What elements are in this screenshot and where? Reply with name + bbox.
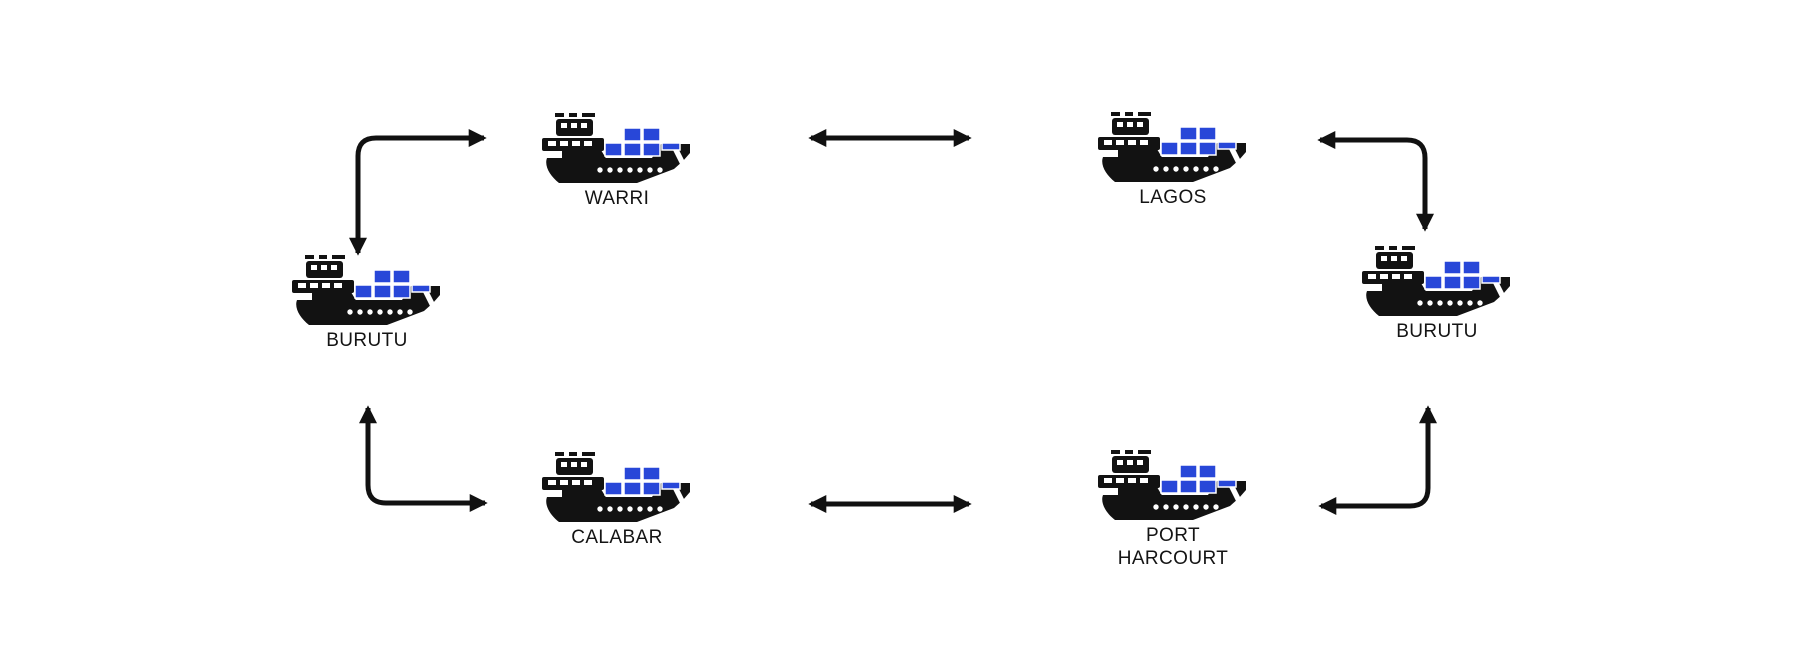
cargo-ship-icon: [542, 113, 692, 185]
port-node-burutu-west: BURUTU: [287, 255, 447, 352]
cargo-ship-icon: [1362, 246, 1512, 318]
port-label-calabar: CALABAR: [571, 527, 663, 548]
port-label-burutu-west: BURUTU: [326, 330, 408, 351]
route-arrow-burutu-west-warri: [349, 129, 487, 256]
port-label-burutu-east: BURUTU: [1396, 321, 1478, 342]
route-arrow-port-harcourt-burutu-east: [1318, 405, 1437, 515]
port-label-line-2: HARCOURT: [1117, 548, 1229, 569]
port-node-port-harcourt: PORT HARCOURT: [1093, 450, 1253, 570]
cargo-ship-icon: [1098, 450, 1248, 522]
port-node-warri: WARRI: [537, 113, 697, 210]
cargo-ship-icon: [1098, 112, 1248, 184]
port-label-warri: WARRI: [584, 188, 650, 209]
port-label-port-harcourt: PORT HARCOURT: [1118, 524, 1229, 570]
cargo-ship-icon: [292, 255, 442, 327]
port-node-burutu-east: BURUTU: [1357, 246, 1517, 343]
port-node-calabar: CALABAR: [537, 452, 697, 549]
cargo-ship-icon: [542, 452, 692, 524]
route-arrow-burutu-west-calabar: [359, 405, 488, 512]
port-label-lagos: LAGOS: [1139, 187, 1207, 208]
port-node-lagos: LAGOS: [1093, 112, 1253, 209]
port-label-line-1: PORT: [1145, 525, 1201, 546]
route-arrow-lagos-burutu-east: [1317, 131, 1434, 232]
